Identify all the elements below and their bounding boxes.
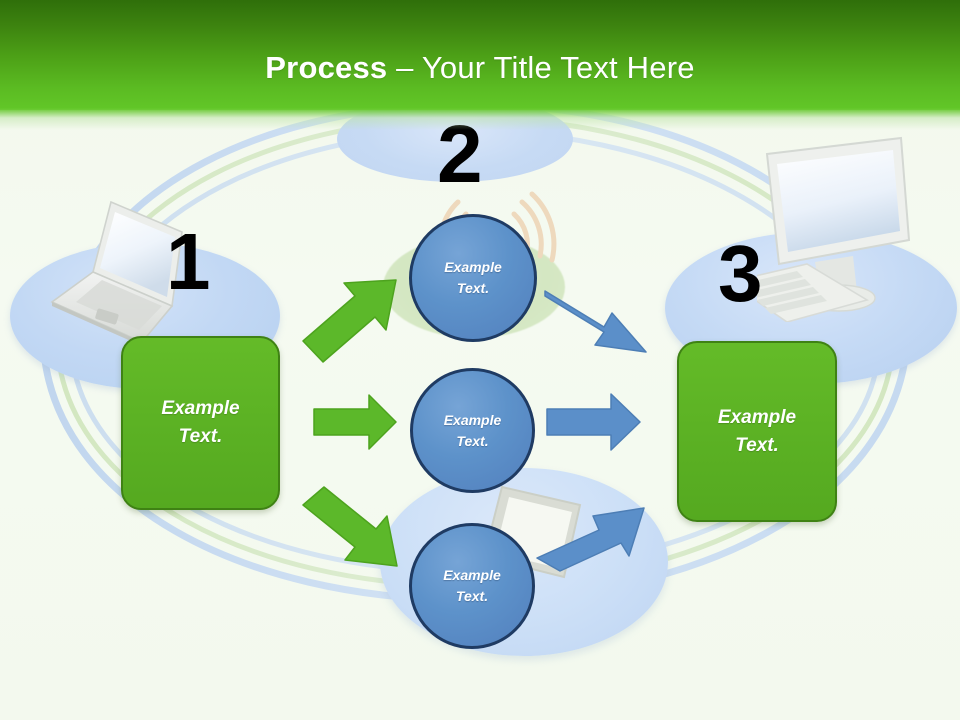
header-band	[0, 0, 960, 110]
page-title: Process – Your Title Text Here	[0, 50, 960, 86]
process-circle-middle[interactable]: Example Text.	[410, 368, 535, 493]
desktop-computer-icon	[757, 136, 911, 322]
arrow-bottom-circle-to-right	[536, 507, 645, 572]
page-title-separator: –	[387, 50, 422, 85]
step-1-box[interactable]: Example Text.	[121, 336, 280, 510]
arrow-left-to-bottom-circle	[302, 486, 398, 567]
process-circle-middle-line2: Text.	[456, 432, 489, 449]
process-circle-top-line1: Example	[444, 259, 502, 275]
step-3-box-line1: Example	[717, 406, 797, 428]
arrow-left-to-middle-circle	[313, 394, 397, 450]
arrow-top-circle-to-right	[544, 290, 647, 353]
step-1-box-line2: Text.	[178, 426, 223, 447]
process-circle-bottom-line2: Text.	[455, 588, 489, 604]
step-3-box[interactable]: Example Text.	[677, 341, 837, 522]
step-3-box-line2: Text.	[735, 434, 779, 456]
process-circle-top[interactable]: Example Text.	[409, 214, 537, 342]
step-number-1: 1	[166, 217, 211, 306]
process-circle-middle-line1: Example	[443, 411, 502, 428]
step-1-box-line1: Example	[161, 398, 240, 420]
header-fade	[0, 108, 960, 130]
laptop-icon	[50, 200, 183, 346]
page-title-light: Your Title Text Here	[421, 50, 695, 85]
arrow-left-to-top-circle	[302, 279, 397, 363]
arrow-middle-circle-to-right	[546, 393, 641, 451]
process-circle-bottom-line1: Example	[443, 567, 501, 583]
page-title-strong: Process	[265, 50, 388, 85]
process-circle-bottom[interactable]: Example Text.	[409, 523, 535, 649]
step-number-3: 3	[718, 229, 763, 318]
process-circle-top-line2: Text.	[456, 280, 490, 296]
